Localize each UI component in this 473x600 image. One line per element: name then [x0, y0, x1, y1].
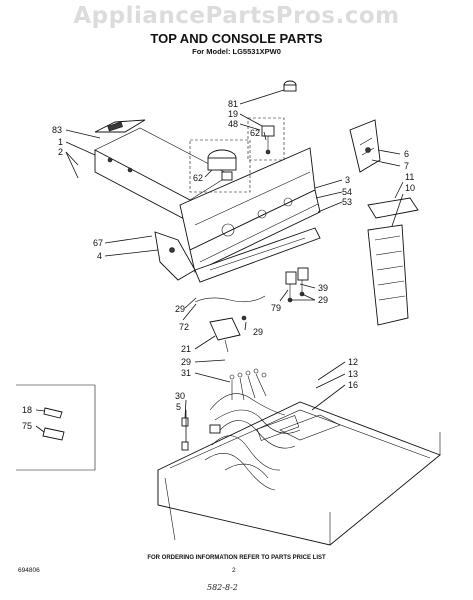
callout-29-right: 29 [318, 295, 328, 305]
callout-54: 54 [342, 187, 352, 197]
callout-48: 48 [228, 119, 238, 129]
callout-53: 53 [342, 197, 352, 207]
callout-1: 1 [58, 137, 63, 147]
timer-knob-assembly [189, 80, 297, 193]
callout-62-top: 62 [250, 128, 260, 138]
console-end-cap-right [349, 119, 381, 173]
harness-bracket [194, 295, 266, 353]
callout-83: 83 [52, 125, 62, 135]
page-title: TOP AND CONSOLE PARTS [150, 31, 323, 46]
lint-screen [367, 197, 419, 326]
site-watermark: AppliancePartsPros.com [73, 3, 400, 29]
callout-29-left: 29 [175, 304, 185, 314]
callout-81: 81 [228, 99, 238, 109]
callout-18: 18 [22, 405, 32, 415]
control-rail [194, 227, 321, 283]
callout-75: 75 [22, 421, 32, 431]
callout-11: 11 [405, 172, 414, 182]
callout-13: 13 [348, 369, 358, 379]
ordering-note: FOR ORDERING INFORMATION REFER TO PARTS … [147, 555, 326, 561]
handwritten-note: 582-8-2 [207, 583, 238, 592]
callout-16: 16 [348, 380, 358, 390]
callout-10: 10 [405, 183, 415, 193]
callout-4: 4 [97, 251, 102, 261]
callout-79: 79 [271, 303, 281, 313]
callout-29-lower: 29 [181, 357, 191, 367]
callout-31: 31 [181, 368, 191, 378]
callout-labels: 81 19 48 62 62 83 1 2 6 7 3 54 53 11 10 … [22, 99, 415, 431]
model-subtitle: For Model: LG5531XPW0 [192, 47, 281, 56]
callout-30: 30 [175, 391, 185, 401]
callout-39: 39 [318, 283, 328, 293]
callout-29-center: 29 [253, 327, 263, 337]
callout-7: 7 [404, 161, 409, 171]
callout-3: 3 [345, 175, 350, 185]
callout-5: 5 [176, 402, 181, 412]
callout-19: 19 [228, 109, 238, 119]
leader-lines [35, 89, 404, 442]
console-main-body [179, 147, 321, 273]
cabinet-top-panel [157, 401, 441, 546]
page-number: 2 [232, 567, 236, 574]
callout-12: 12 [348, 357, 358, 367]
document-number: 694806 [18, 567, 40, 574]
console-end-cap-left [154, 231, 196, 281]
wiring-harness [204, 368, 301, 491]
callout-6: 6 [404, 149, 409, 159]
detail-box-clips [16, 384, 96, 471]
callout-2: 2 [58, 147, 63, 157]
callout-21: 21 [181, 344, 191, 354]
callout-62-left: 62 [193, 173, 203, 183]
callout-72: 72 [179, 322, 189, 332]
callout-67: 67 [93, 238, 103, 248]
